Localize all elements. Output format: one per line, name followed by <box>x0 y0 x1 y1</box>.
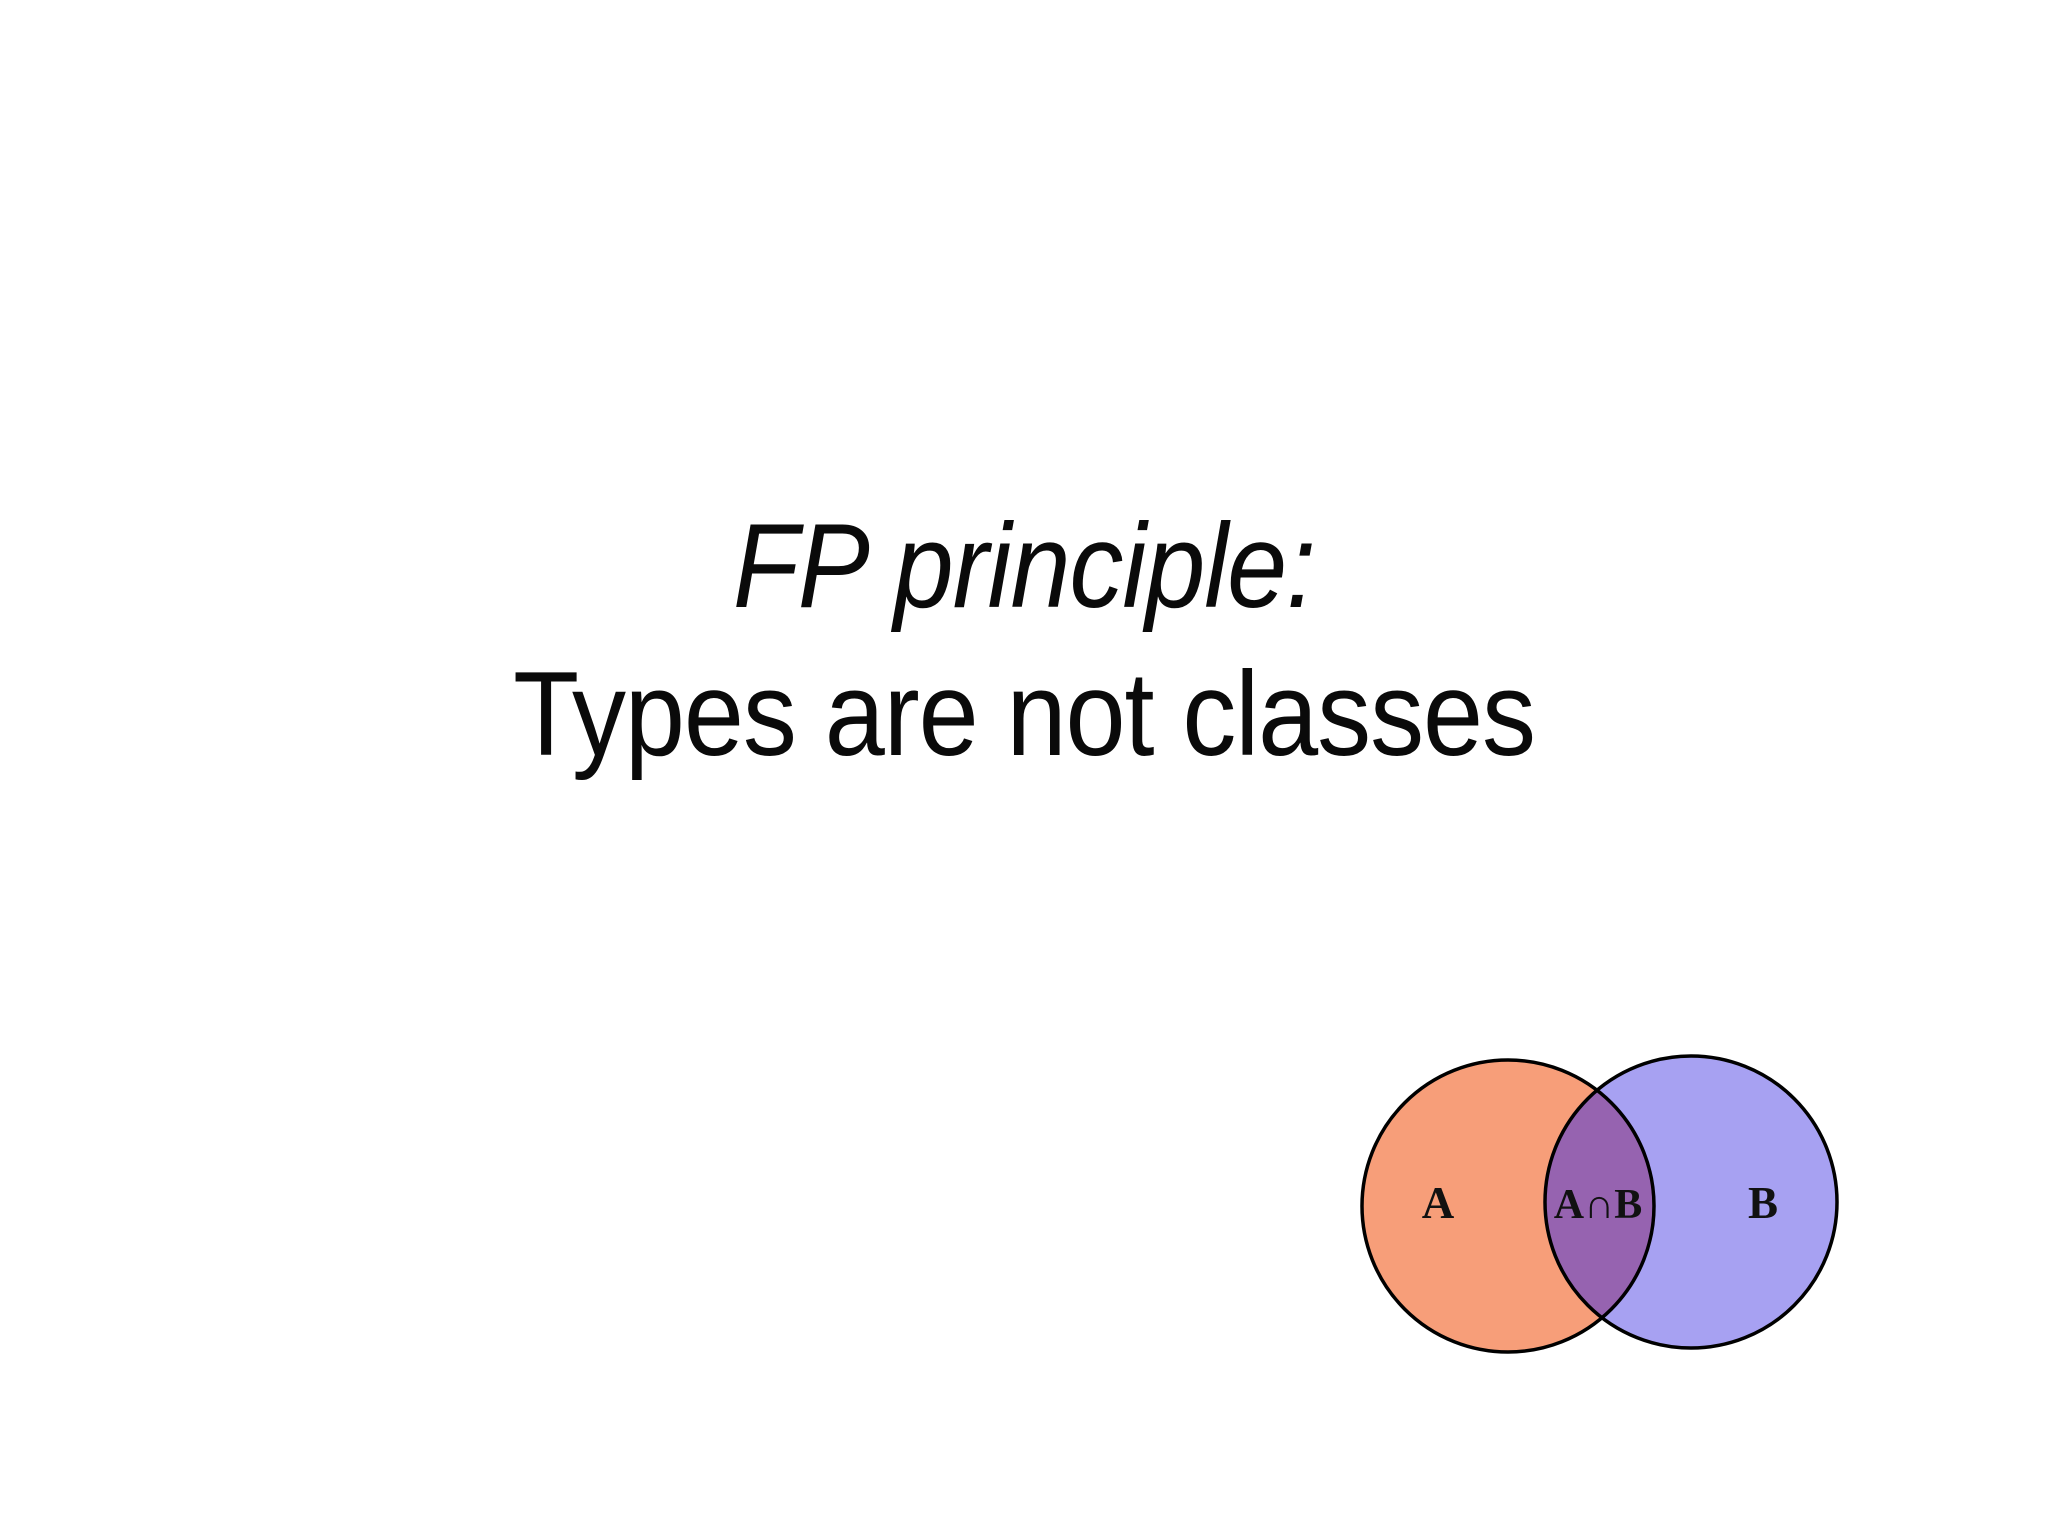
venn-circle-b-outline <box>1543 1054 1839 1350</box>
title-line-fp-principle: FP principle: <box>732 499 1316 633</box>
title-line-types-are-not-classes: Types are not classes <box>513 647 1536 781</box>
venn-circle-a-outline <box>1360 1058 1656 1354</box>
venn-intersection-region <box>1545 1060 1654 1348</box>
venn-diagram: A A∩B B <box>1350 1044 1850 1364</box>
venn-label-a: A <box>1422 1178 1455 1228</box>
venn-label-intersection: A∩B <box>1554 1182 1643 1228</box>
venn-diagram-svg: A A∩B B <box>1360 1054 1839 1354</box>
slide-title: FP principle: Types are not classes <box>102 492 1945 788</box>
venn-label-b: B <box>1748 1178 1778 1228</box>
